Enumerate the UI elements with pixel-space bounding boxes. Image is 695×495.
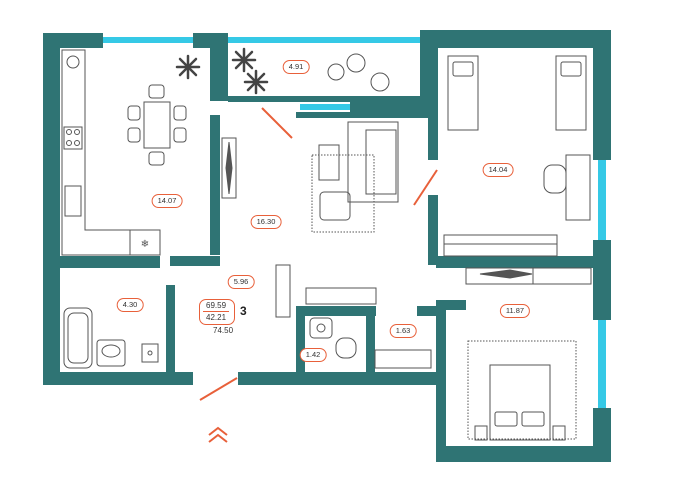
room-area-label-living: 16.30	[250, 215, 282, 229]
apartment-summary: 69.59 42.21 3 74.50	[199, 299, 259, 339]
kitchen-area-value: 42.21	[206, 313, 227, 322]
room-count: 3	[240, 304, 247, 318]
chevron-up-double-icon	[208, 426, 228, 443]
total-area-value: 74.50	[213, 326, 234, 335]
walls	[43, 30, 611, 462]
summary-divider	[203, 311, 229, 312]
room-area-label-hall: 5.96	[227, 275, 255, 289]
svg-text:❄: ❄	[141, 239, 149, 250]
windows	[103, 37, 606, 408]
living-furniture	[221, 121, 399, 233]
room-area-label-bedroom-bottom: 11.87	[499, 304, 531, 318]
room-area-label-closet: 1.63	[389, 324, 417, 338]
room-area-label-kitchen: 14.07	[151, 194, 183, 208]
bedroom-top-furniture	[443, 55, 591, 257]
plant-icons	[175, 47, 269, 95]
balcony-furniture	[327, 53, 390, 92]
room-area-label-balcony: 4.91	[282, 60, 310, 74]
room-area-label-bedroom-top: 14.04	[482, 163, 514, 177]
room-area-label-bathroom: 4.30	[116, 298, 144, 312]
room-area-label-wc: 1.42	[299, 348, 327, 362]
bathroom-furniture	[63, 307, 432, 369]
kitchen-furniture: ❄	[61, 49, 187, 256]
doors	[199, 107, 438, 401]
summary-area-box	[199, 299, 235, 325]
living-area-value: 69.59	[206, 301, 227, 310]
hall-furniture	[275, 264, 592, 318]
bedroom-bottom-furniture	[467, 340, 577, 441]
